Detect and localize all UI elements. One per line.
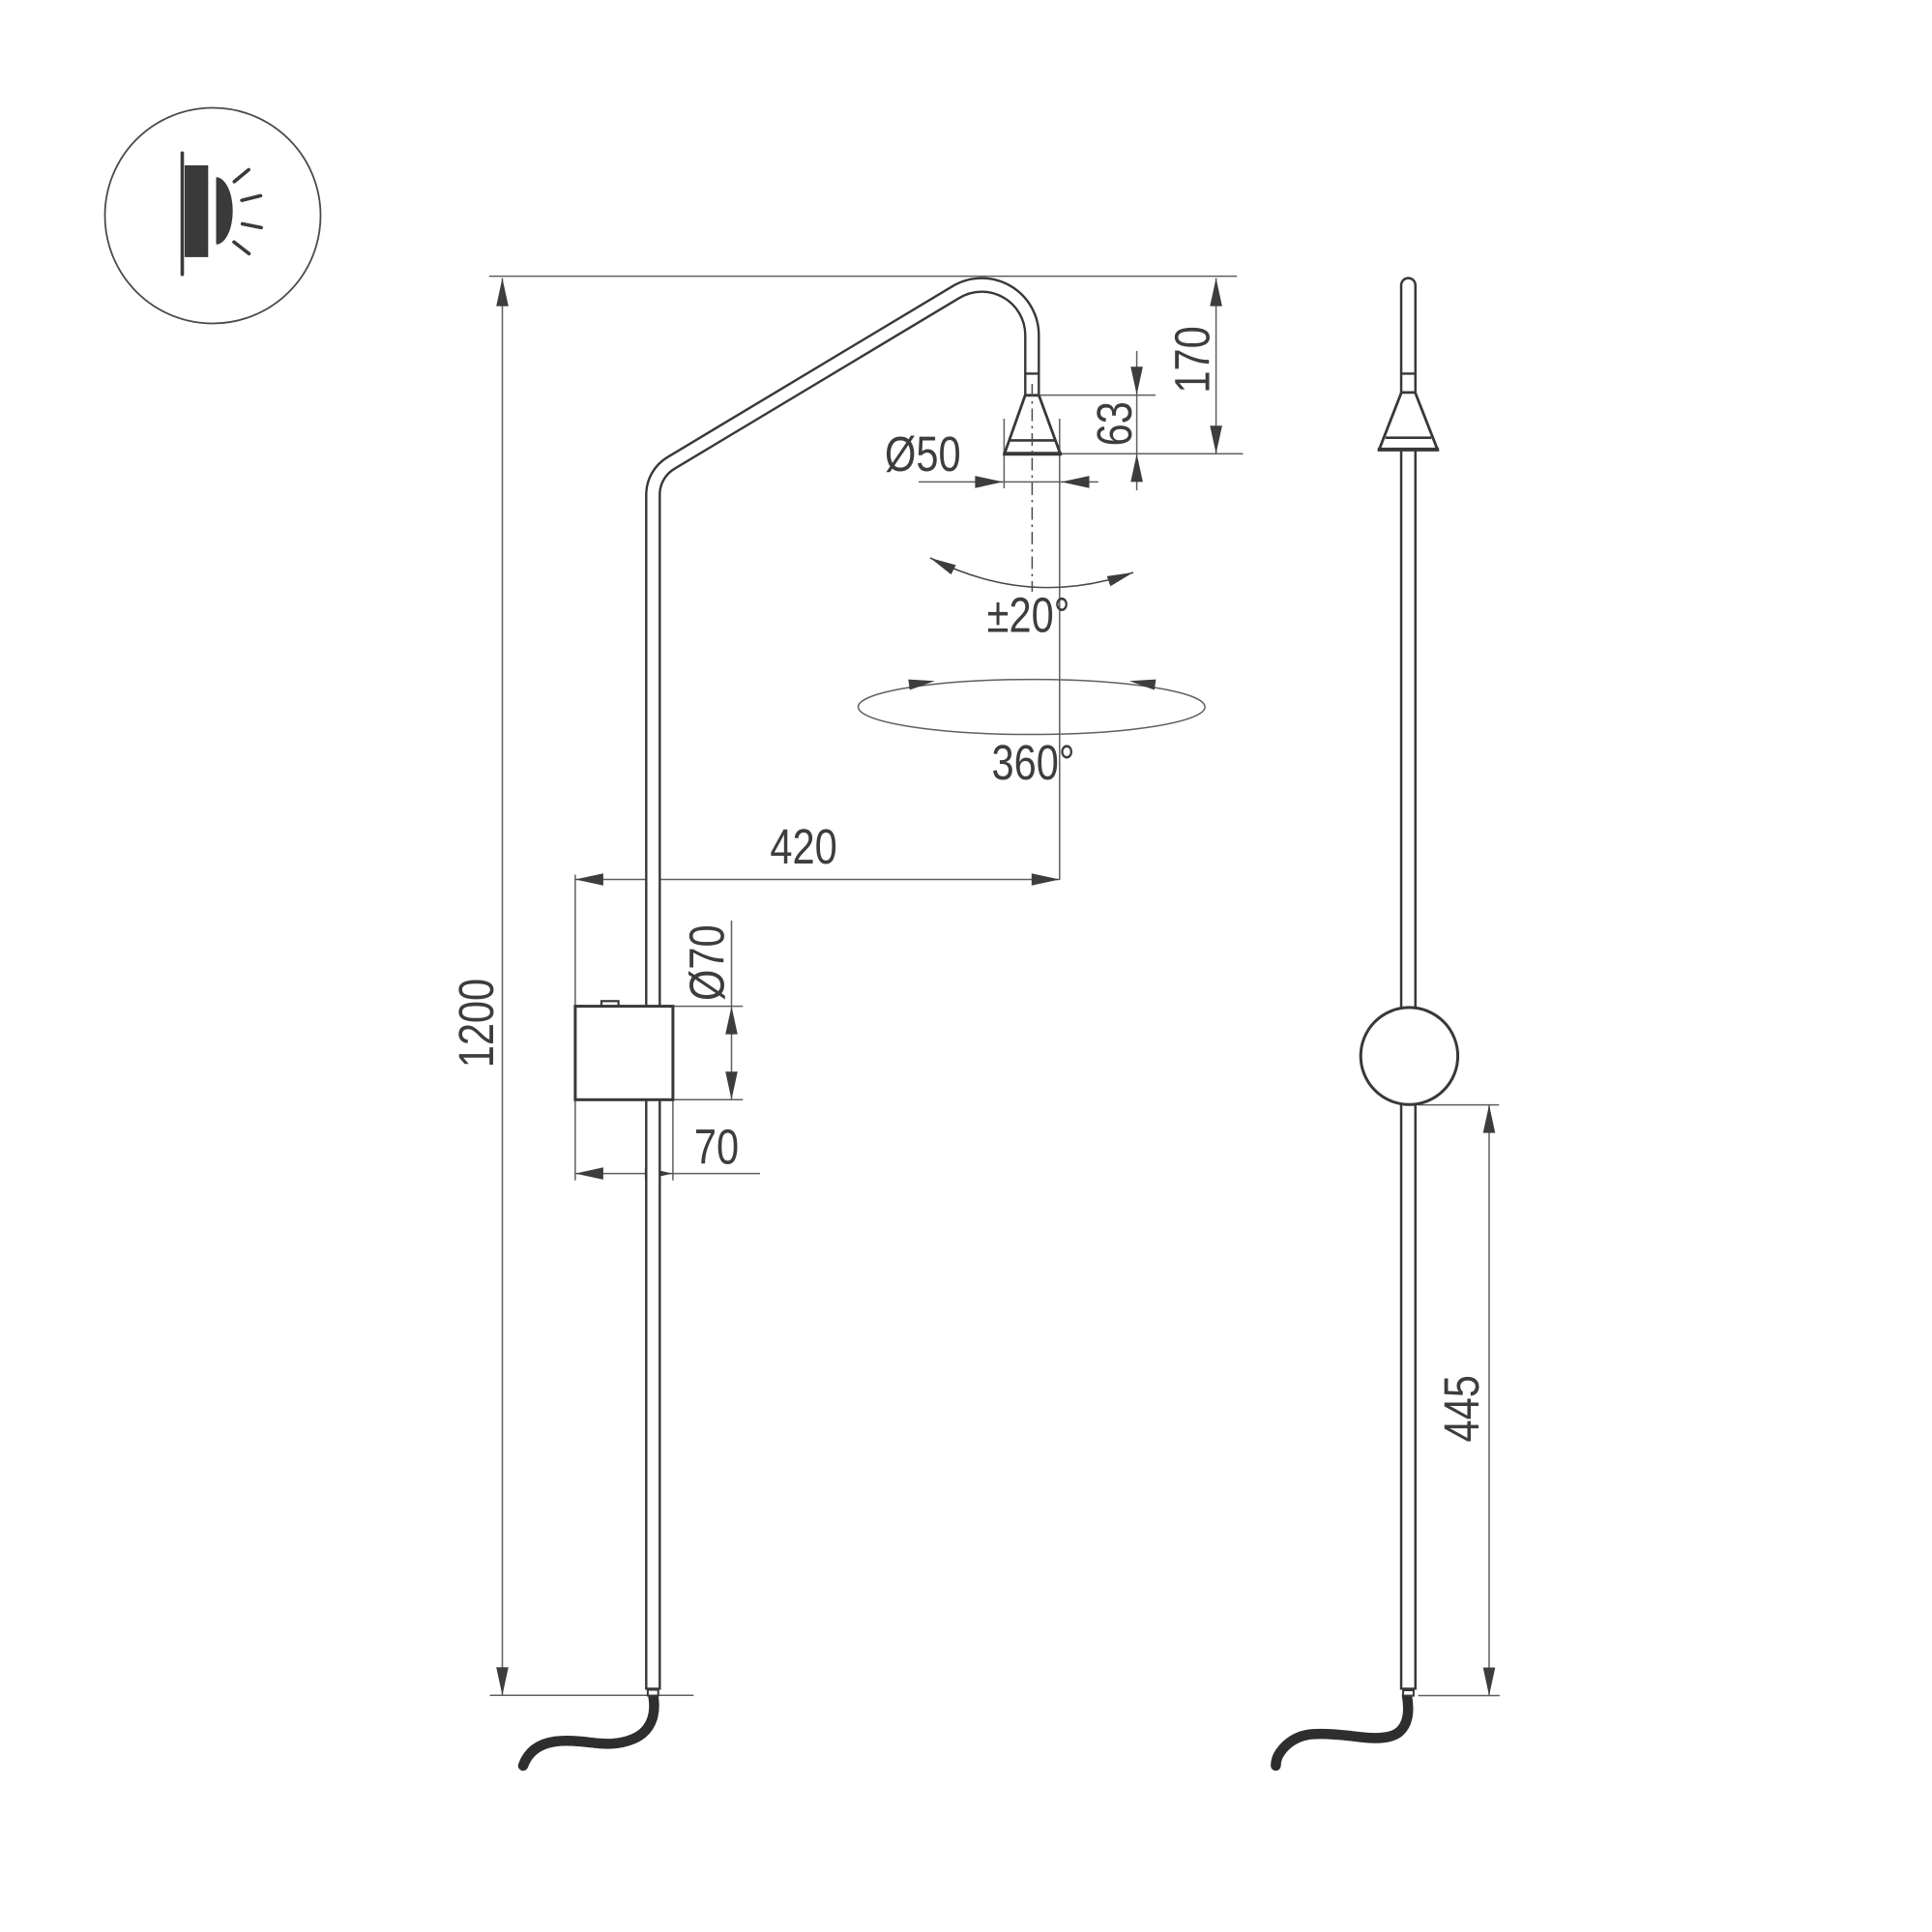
svg-text:1200: 1200 <box>449 979 504 1068</box>
svg-text:Ø50: Ø50 <box>885 426 961 482</box>
svg-text:Ø70: Ø70 <box>679 924 734 1001</box>
svg-text:±20°: ±20° <box>987 587 1070 642</box>
svg-text:170: 170 <box>1164 326 1219 393</box>
svg-text:445: 445 <box>1434 1375 1489 1442</box>
svg-text:360°: 360° <box>992 735 1075 790</box>
svg-text:70: 70 <box>694 1120 739 1175</box>
svg-text:63: 63 <box>1087 401 1142 446</box>
svg-text:420: 420 <box>770 819 836 874</box>
